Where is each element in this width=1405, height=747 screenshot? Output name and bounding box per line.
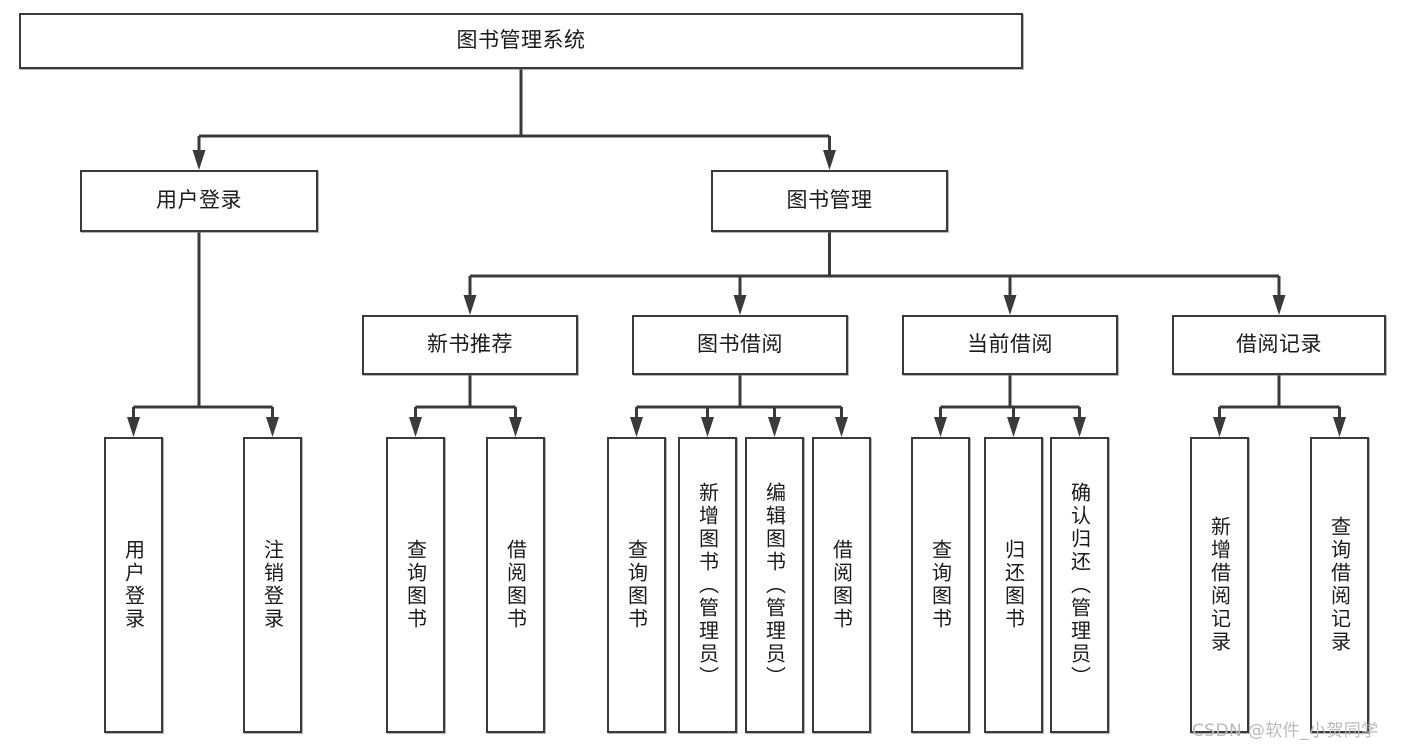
node-label: 图书管理 — [786, 188, 873, 213]
node-label: 确认归还（管理员） — [1067, 481, 1092, 689]
node-label: 借阅记录 — [1236, 332, 1322, 357]
node-leaf-borrow-book-1[interactable]: 借阅图书 — [486, 437, 545, 733]
node-label: 查询图书 — [928, 539, 953, 631]
node-label: 用户登录 — [121, 539, 146, 631]
arrow-head-icon — [823, 150, 836, 170]
node-label: 注销登录 — [260, 539, 285, 631]
node-leaf-edit-book[interactable]: 编辑图书（管理员） — [745, 437, 804, 733]
arrow-head-icon — [127, 417, 140, 437]
node-new-book-rec[interactable]: 新书推荐 — [362, 315, 578, 375]
node-label: 新增借阅记录 — [1207, 516, 1232, 654]
node-label: 图书管理系统 — [456, 28, 586, 53]
node-leaf-return-book[interactable]: 归还图书 — [984, 437, 1043, 733]
arrow-head-icon — [409, 417, 422, 437]
node-leaf-query-book-3[interactable]: 查询图书 — [911, 437, 970, 733]
node-leaf-user-login[interactable]: 用户登录 — [104, 437, 163, 733]
node-leaf-add-record[interactable]: 新增借阅记录 — [1190, 437, 1249, 733]
arrow-head-icon — [630, 417, 643, 437]
node-label: 查询图书 — [624, 539, 649, 631]
node-label: 查询借阅记录 — [1327, 516, 1352, 654]
node-label: 编辑图书（管理员） — [762, 481, 787, 689]
node-leaf-logout[interactable]: 注销登录 — [243, 437, 302, 733]
arrow-head-icon — [1073, 417, 1086, 437]
arrow-head-icon — [1333, 417, 1346, 437]
node-label: 当前借阅 — [967, 332, 1053, 357]
node-leaf-query-book-2[interactable]: 查询图书 — [607, 437, 666, 733]
node-label: 借阅图书 — [829, 539, 854, 631]
arrow-head-icon — [701, 417, 714, 437]
arrow-head-icon — [1007, 417, 1020, 437]
node-label: 用户登录 — [156, 188, 242, 213]
node-label: 新增图书（管理员） — [695, 481, 720, 689]
arrow-head-icon — [934, 417, 947, 437]
node-label: 图书借阅 — [697, 332, 783, 357]
node-leaf-confirm-return[interactable]: 确认归还（管理员） — [1050, 437, 1109, 733]
arrow-head-icon — [768, 417, 781, 437]
node-user-login[interactable]: 用户登录 — [80, 170, 318, 232]
node-book-manage[interactable]: 图书管理 — [711, 170, 948, 232]
node-leaf-borrow-book-2[interactable]: 借阅图书 — [812, 437, 871, 733]
arrow-head-icon — [733, 295, 747, 315]
arrow-head-icon — [509, 417, 522, 437]
arrow-head-icon — [835, 417, 848, 437]
arrow-head-icon — [1213, 417, 1226, 437]
node-book-borrow[interactable]: 图书借阅 — [632, 315, 848, 375]
node-leaf-query-book-1[interactable]: 查询图书 — [386, 437, 445, 733]
node-leaf-query-record[interactable]: 查询借阅记录 — [1310, 437, 1369, 733]
node-label: 归还图书 — [1001, 539, 1026, 631]
node-label: 新书推荐 — [427, 332, 513, 357]
node-label: 借阅图书 — [503, 539, 528, 631]
arrow-head-icon — [463, 295, 477, 315]
node-root[interactable]: 图书管理系统 — [19, 13, 1023, 69]
arrow-head-icon — [1003, 295, 1017, 315]
arrow-head-icon — [192, 150, 206, 170]
arrow-head-icon — [266, 417, 279, 437]
node-label: 查询图书 — [403, 539, 428, 631]
node-current-borrow[interactable]: 当前借阅 — [902, 315, 1118, 375]
node-leaf-add-book[interactable]: 新增图书（管理员） — [678, 437, 737, 733]
node-borrow-record[interactable]: 借阅记录 — [1172, 315, 1386, 375]
arrow-head-icon — [1272, 295, 1286, 315]
